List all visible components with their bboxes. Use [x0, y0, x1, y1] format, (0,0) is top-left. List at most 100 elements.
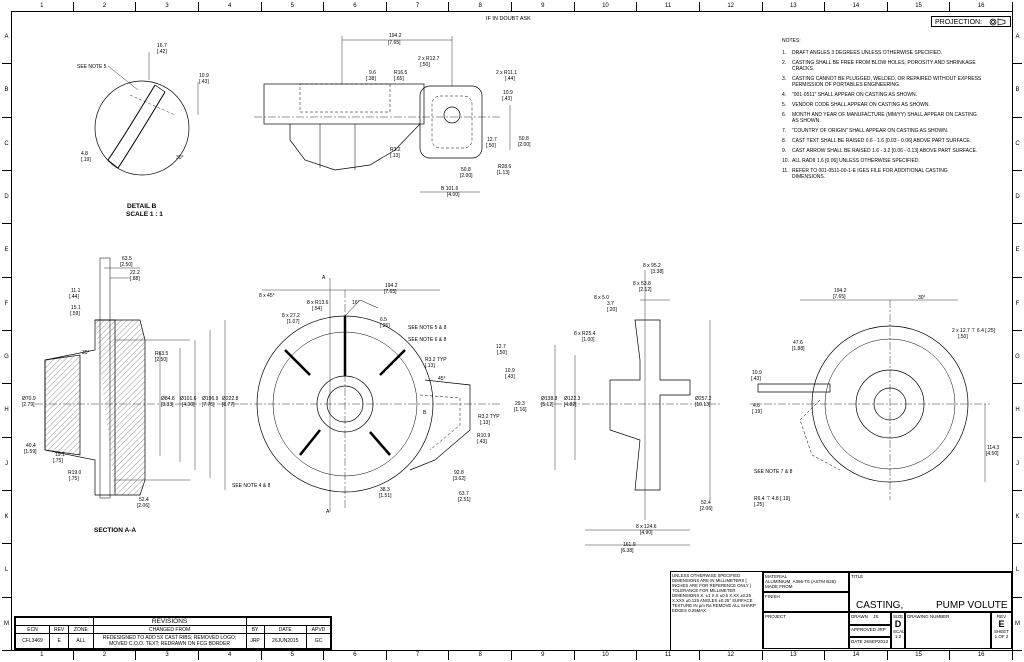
project-label: PROJECT	[765, 614, 787, 619]
note-text: CASTING SHALL BE FREE FROM BLOW HOLES, P…	[792, 60, 976, 72]
zone-row-label: K	[2, 491, 11, 545]
zone-col-label: 9	[512, 651, 575, 660]
front-d293-inch: [1.16]	[514, 407, 527, 413]
zone-col-label: 8	[449, 2, 512, 11]
top-d508-inch: [2.00]	[518, 142, 531, 148]
note-number: 3.	[782, 76, 787, 82]
top-r165: R16.5	[394, 70, 408, 76]
detail-b-dim1-inch: [.42]	[157, 49, 167, 55]
zone-col-label: 4	[199, 2, 262, 11]
note-text: CAST ARROW SHALL BE RAISED 1.6 - 3.2 [0.…	[792, 148, 978, 154]
note-item: 6.MONTH AND YEAR OF MANUFACTURE (MM/YY) …	[782, 112, 982, 124]
side-d1388: Ø138.8	[541, 396, 558, 402]
zone-col-label: 8	[449, 651, 512, 660]
drawing-number-label: DRAWING NUMBER	[907, 614, 950, 619]
detail-b-angle: 30°	[176, 155, 184, 161]
sec-d848: Ø84.8	[161, 396, 175, 402]
note-number: 11.	[782, 168, 789, 174]
revisions-header-cell: ZONE	[68, 625, 94, 634]
front-r32c: R3.2 TYP	[478, 414, 500, 420]
drawing-number-cell: DRAWING NUMBER	[905, 612, 991, 649]
top-d96-inch: [.38]	[366, 76, 376, 82]
side-d1619-inch: [6.38]	[621, 548, 634, 554]
scale-value: 1:2	[894, 634, 902, 639]
side-r254-inch: [1.00]	[582, 337, 595, 343]
top-view	[254, 36, 511, 193]
rev-sheet-cell: REV E SHEET 1 OF 2	[991, 612, 1012, 649]
sec-d111-inch: [.44]	[69, 294, 79, 300]
right-d1143: 114.3	[987, 445, 1000, 451]
zone-row-label: F	[2, 278, 11, 331]
sheet-value: 1 OF 2	[994, 634, 1009, 639]
sec-d222: 22.2	[130, 270, 140, 276]
side-d50: 8 x 5.0	[594, 295, 610, 301]
front-d1942: 194.2	[385, 283, 398, 289]
sheet-label: SHEET	[993, 629, 1009, 634]
right-d48: 4.8	[753, 403, 760, 409]
detail-b-title: DETAIL B	[127, 203, 157, 210]
approved-cell: APPROVED JRP	[849, 625, 891, 637]
right-d476: 47.6	[793, 340, 803, 346]
projection-label: PROJECTION:	[935, 19, 983, 26]
top-d508c-inch: [2.00]	[460, 173, 473, 179]
note-text: ALL RADII 1.6 [0.06] UNLESS OTHERWISE SP…	[792, 158, 920, 164]
note-number: 10.	[782, 158, 789, 164]
front-view	[240, 278, 500, 512]
projection-box: PROJECTION:	[931, 16, 1011, 27]
project-cell: PROJECT	[763, 612, 849, 649]
top-r111-inch: [.44]	[505, 76, 515, 82]
zone-row-label: A	[2, 11, 11, 65]
sec-d1016-inch: [4.00]	[182, 402, 195, 408]
note-number: 9.	[782, 148, 787, 154]
note-item: 7."COUNTRY OF ORIGIN" SHALL APPEAR ON CA…	[782, 128, 982, 134]
material-label: MATERIAL	[765, 574, 788, 579]
side-d538-inch: [2.12]	[639, 287, 652, 293]
revisions-header-cell: CHANGED FROM	[92, 625, 247, 634]
size-cell: SIZE D SCALE 1:2	[891, 612, 905, 649]
top-d109-inch: [.43]	[502, 96, 512, 102]
drawn-label: DRAWN	[851, 614, 868, 619]
zone-row-label: D	[1013, 171, 1022, 225]
front-note-6-8: SEE NOTE 6 & 8	[408, 337, 447, 343]
top-b-marker: B	[441, 186, 445, 192]
zone-col-label: 1	[11, 651, 74, 660]
right-d1942: 194.2	[834, 288, 847, 294]
front-r32c-inch: [.13]	[480, 420, 490, 426]
front-d65: 6.5	[380, 317, 387, 323]
side-d1223: Ø122.3	[564, 396, 581, 402]
front-r109: R10.9	[477, 433, 491, 439]
material-cell: MATERIAL ALUMINIUM, A356-T6 (ASTM B26) M…	[763, 572, 849, 592]
front-r136: 8 x R13.6	[307, 300, 329, 306]
note-item: 3.CASTING CANNOT BE PLUGGED, WELDED, OR …	[782, 76, 982, 88]
top-d127: 12.7	[487, 137, 497, 143]
detail-b-dim1: 16.7	[157, 43, 167, 49]
note-text: MONTH AND YEAR OF MANUFACTURE (MM/YY) SH…	[792, 112, 977, 124]
front-d637: 63.7	[459, 491, 469, 497]
side-centerline-dim-inch: [2.06]	[700, 506, 713, 512]
title-line-2: PUMP VOLUTE	[936, 600, 1008, 611]
zone-row-label: D	[2, 171, 11, 225]
zone-col-label: 3	[136, 2, 199, 11]
front-note-4-8: SEE NOTE 4 & 8	[232, 483, 271, 489]
zone-col-label: 7	[387, 651, 450, 660]
sec-d111: 11.1	[71, 288, 81, 294]
top-d1016: 101.6	[445, 186, 459, 192]
zone-col-label: 15	[888, 651, 951, 660]
right-note-7-8: SEE NOTE 7 & 8	[754, 469, 793, 475]
sec-d848-inch: [3.33]	[161, 402, 174, 408]
revisions-header-cell: REV	[49, 625, 70, 634]
finish-label: FINISH	[765, 594, 780, 599]
sec-r190: R19.0	[68, 470, 82, 476]
front-b-marker: B	[423, 410, 427, 416]
detail-b-dim3: 4.8	[81, 151, 88, 157]
drawn-by: JS	[873, 614, 879, 619]
note-text: "001-0511" SHALL APPEAR ON CASTING AS SH…	[792, 92, 917, 98]
side-r254: 8 x R25.4	[574, 331, 596, 337]
approved-label: APPROVED	[851, 627, 877, 632]
side-view	[540, 270, 720, 546]
front-d109: 10.9	[505, 368, 515, 374]
note-number: 2.	[782, 60, 787, 66]
